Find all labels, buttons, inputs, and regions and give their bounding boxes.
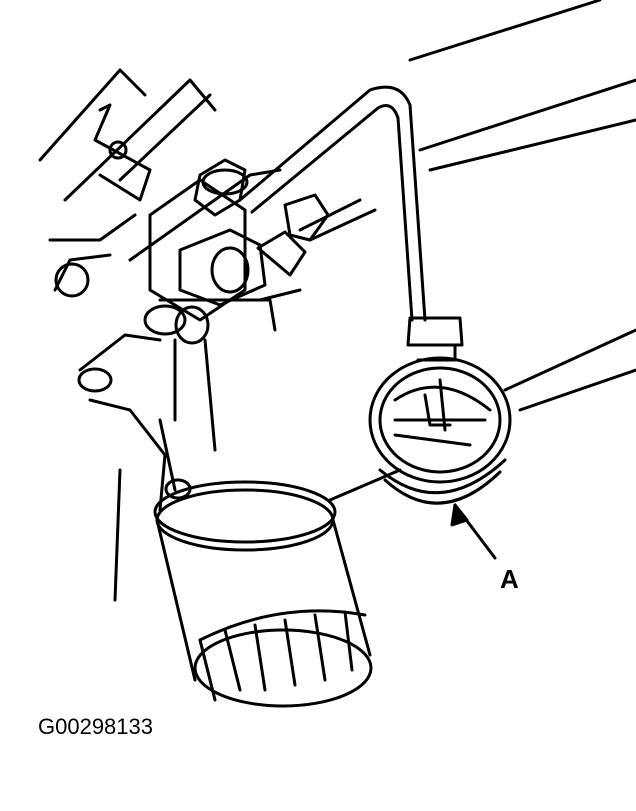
callout-label-a: A <box>500 564 519 594</box>
sensor-fitting <box>143 158 377 452</box>
figure-id: G00298133 <box>38 714 153 739</box>
callout-leader-arrow <box>450 503 497 560</box>
oil-filter <box>153 480 373 708</box>
gauge-hose <box>238 85 427 322</box>
oil-pressure-gauge <box>368 316 512 505</box>
engine-block-outline <box>38 0 636 602</box>
